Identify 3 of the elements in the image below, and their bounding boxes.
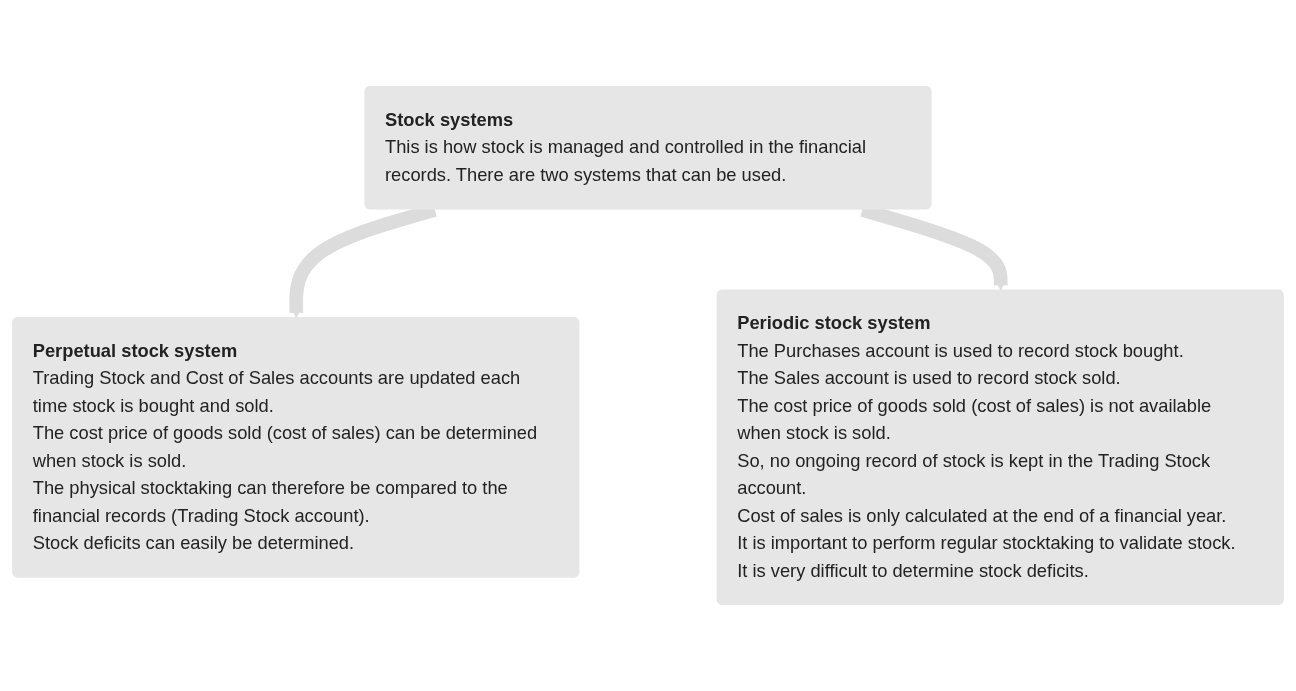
node-box: Periodic stock system The Purchases account is used to record stock bought. The Sales account is used to record stock sold. The cost price of goods sold (cost of sales) is not available when stock is sold. So, no ongoing record of stock is kept in the Trading Stock account. Cost of sales is only calculated at the end of a financial year. It is important to perform regular stocktaking to validate stock. It is very difficult to determine stock deficits.	[716, 289, 1284, 606]
node-box: Perpetual stock system Trading Stock and Cost of Sales accounts are updated each time stock is bought and sold. The cost price of goods sold (cost of sales) can be determined when stock is sold. The physical stocktaking can therefore be compared to the financial records (Trading Stock account). Stock deficits can easily be determined.	[12, 316, 580, 578]
node-box: Stock systems This is how stock is managed and controlled in the financial records. There are two systems that can be used.	[364, 85, 932, 210]
